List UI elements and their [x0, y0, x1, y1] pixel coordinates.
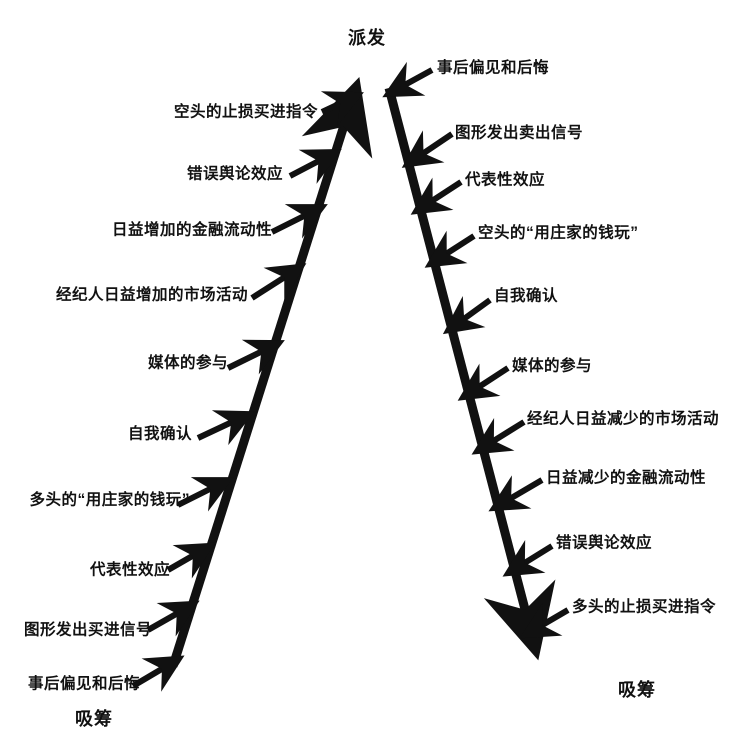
right-label-7: 日益减少的金融流动性	[546, 469, 707, 487]
right-label-2: 代表性效应	[465, 171, 546, 189]
left-feed-arrows	[131, 91, 364, 692]
right-feed-arrows	[382, 61, 570, 639]
feed-arrow	[250, 263, 307, 301]
bottom-left-phase-label: 吸筹	[75, 709, 113, 729]
feed-arrow	[410, 177, 463, 215]
feed-arrow	[196, 410, 255, 446]
top-phase-label: 派发	[348, 28, 386, 48]
right-label-6: 经纪人日益减少的市场活动	[527, 410, 720, 428]
left-label-4: 媒体的参与	[147, 354, 228, 372]
left-label-8: 图形发出买进信号	[23, 621, 152, 639]
right-label-4: 自我确认	[494, 287, 559, 305]
left-label-1: 错误舆论效应	[186, 165, 283, 183]
left-label-5: 自我确认	[127, 425, 192, 443]
feed-arrow	[226, 339, 285, 375]
bottom-right-phase-label: 吸筹	[618, 680, 656, 700]
feed-arrow	[320, 91, 364, 127]
up-trend-arrow	[168, 76, 373, 668]
left-label-0: 空头的止损买进指令	[173, 103, 318, 121]
feed-arrow	[131, 655, 185, 692]
feed-arrow	[146, 600, 200, 637]
feed-arrow	[401, 130, 454, 168]
feed-arrow	[424, 230, 476, 268]
right-label-3: 空头的“用庄家的钱玩”	[478, 224, 639, 242]
right-label-0: 事后偏见和后悔	[437, 59, 550, 77]
right-label-5: 媒体的参与	[512, 357, 593, 375]
feed-arrow	[270, 204, 328, 239]
feed-arrow	[176, 477, 234, 512]
feed-arrow	[382, 61, 434, 98]
left-label-3: 经纪人日益增加的市场活动	[55, 286, 248, 304]
left-label-7: 代表性效应	[89, 561, 170, 579]
feed-arrow	[457, 363, 510, 401]
right-label-9: 多头的止损买进指令	[572, 598, 717, 616]
feed-arrow	[288, 148, 342, 184]
left-label-9: 事后偏见和后悔	[27, 675, 140, 693]
feed-arrow	[519, 602, 570, 639]
feed-arrow	[166, 542, 216, 579]
right-label-8: 错误舆论效应	[556, 534, 653, 552]
right-label-1: 图形发出卖出信号	[455, 124, 584, 142]
feed-arrow	[442, 295, 492, 335]
feed-arrow	[502, 539, 554, 577]
feed-arrow	[488, 475, 544, 512]
feed-arrow	[471, 417, 526, 455]
left-label-2: 日益增加的金融流动性	[111, 221, 272, 239]
left-label-6: 多头的“用庄家的钱玩”	[29, 491, 190, 509]
